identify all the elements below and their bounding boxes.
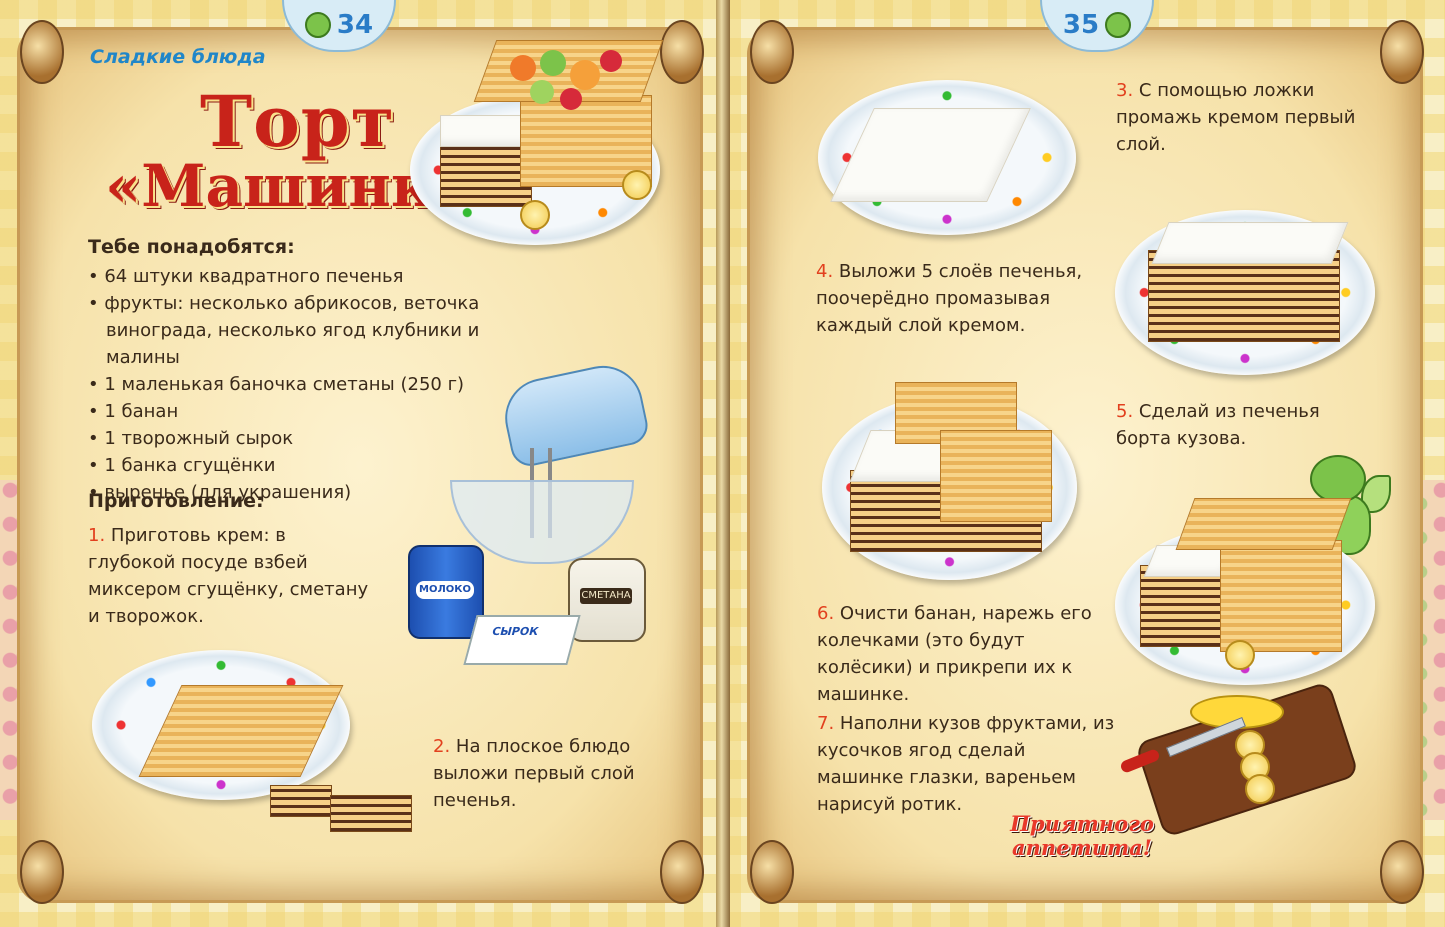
step-1: 1. Приготовь крем: в глубокой посуде взб… — [88, 522, 378, 630]
step-number: 5. — [1116, 401, 1134, 422]
ingredients-list: 64 штуки квадратного печенья фрукты: нес… — [88, 263, 548, 506]
scroll-curl — [660, 840, 704, 904]
step-text: Выложи 5 слоёв печенья, поочерёдно прома… — [816, 261, 1083, 336]
closing-line-2: аппетита! — [1011, 835, 1153, 860]
product-label: МОЛОКО — [416, 581, 474, 599]
step-text: Приготовь крем: в глубокой посуде взбей … — [88, 525, 369, 627]
ingredient-item: 1 банан — [88, 398, 548, 425]
product-label: СМЕТАНА — [580, 588, 632, 604]
step-number: 7. — [817, 713, 835, 734]
dragon-icon — [304, 12, 331, 38]
scroll-curl — [20, 840, 64, 904]
closing-line-1: Приятного — [1010, 811, 1154, 836]
step-2: 2. На плоское блюдо выложи первый слой п… — [433, 733, 673, 814]
scroll-curl — [750, 840, 794, 904]
condensed-milk-can: МОЛОКО — [408, 545, 484, 639]
ingredients-heading: Тебе понадобятся: — [88, 236, 295, 258]
ingredient-item: 1 творожный сырок — [88, 425, 548, 452]
step-text: Сделай из печенья борта кузова. — [1116, 401, 1320, 449]
sour-cream-cup: СМЕТАНА — [568, 558, 646, 642]
recipe-title: Торт «Машинка» — [105, 80, 507, 230]
dragon-icon — [1105, 12, 1132, 38]
ingredient-item: выренье (для украшения) — [88, 479, 548, 506]
step-number: 6. — [817, 603, 835, 624]
page-number: 34 — [336, 10, 374, 40]
scroll-curl — [1380, 840, 1424, 904]
step-text: С помощью ложки промажь кремом первый сл… — [1116, 80, 1356, 155]
ingredient-item: 1 банка сгущёнки — [88, 452, 548, 479]
step-5: 5. Сделай из печенья борта кузова. — [1116, 398, 1356, 452]
step-3: 3. С помощью ложки промажь кремом первый… — [1116, 77, 1356, 158]
step-number: 4. — [816, 261, 834, 282]
preparation-heading: Приготовление: — [88, 490, 264, 512]
step-text: Очисти банан, нарежь его колечками (это … — [817, 603, 1092, 705]
step-6: 6. Очисти банан, нарежь его колечками (э… — [817, 600, 1107, 708]
scroll-curl — [20, 20, 64, 84]
step-number: 2. — [433, 736, 451, 757]
step-text: Наполни кузов фруктами, из кусочков ягод… — [817, 713, 1115, 815]
page-number: 35 — [1062, 10, 1100, 40]
title-line-1: Торт — [200, 80, 396, 163]
step-7: 7. Наполни кузов фруктами, из кусочков я… — [817, 710, 1117, 818]
step-4: 4. Выложи 5 слоёв печенья, поочерёдно пр… — [816, 258, 1106, 339]
step-number: 3. — [1116, 80, 1134, 101]
ingredient-item: 64 штуки квадратного печенья — [88, 263, 548, 290]
cheese-box: СЫРОК — [463, 615, 581, 665]
closing-message: Приятного аппетита! — [992, 812, 1172, 860]
step-text: На плоское блюдо выложи первый слой пече… — [433, 736, 635, 811]
section-label: Сладкие блюда — [90, 46, 266, 68]
ingredient-item: 1 маленькая баночка сметаны (250 г) — [88, 371, 548, 398]
step-number: 1. — [88, 525, 106, 546]
scroll-curl — [750, 20, 794, 84]
ingredient-item: фрукты: несколько абрикосов, веточка вин… — [88, 290, 548, 371]
scroll-curl — [1380, 20, 1424, 84]
product-label: СЫРОК — [490, 625, 540, 638]
scroll-curl — [660, 20, 704, 84]
book-spine — [716, 0, 730, 927]
